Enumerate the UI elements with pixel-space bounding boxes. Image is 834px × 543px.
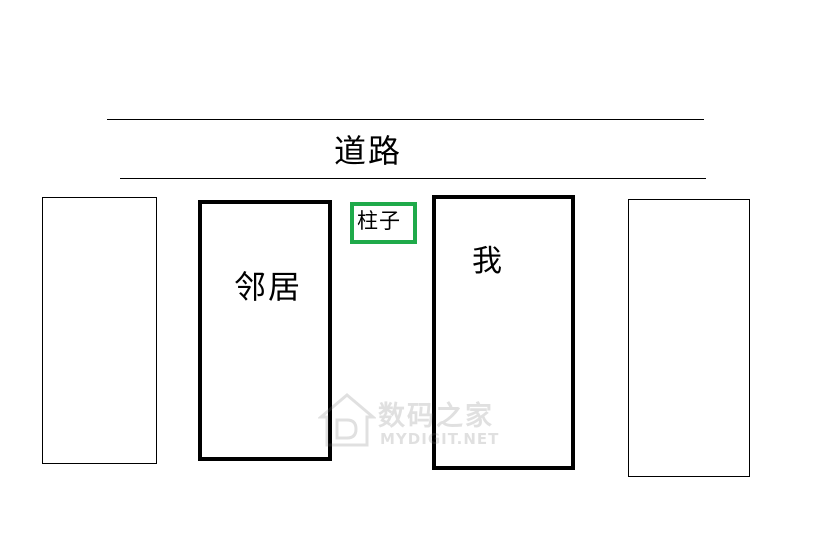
road-bottom-edge <box>120 178 706 179</box>
neighbor-house <box>198 200 332 461</box>
my-house <box>432 195 575 470</box>
right-outer-building <box>628 199 750 477</box>
road-top-edge <box>107 119 704 120</box>
neighbor-label: 邻居 <box>234 268 303 306</box>
road-label: 道路 <box>334 132 403 170</box>
pillar-box <box>350 202 417 244</box>
left-outer-building <box>42 197 157 464</box>
me-label: 我 <box>472 244 502 279</box>
pillar-label: 柱子 <box>357 209 401 233</box>
